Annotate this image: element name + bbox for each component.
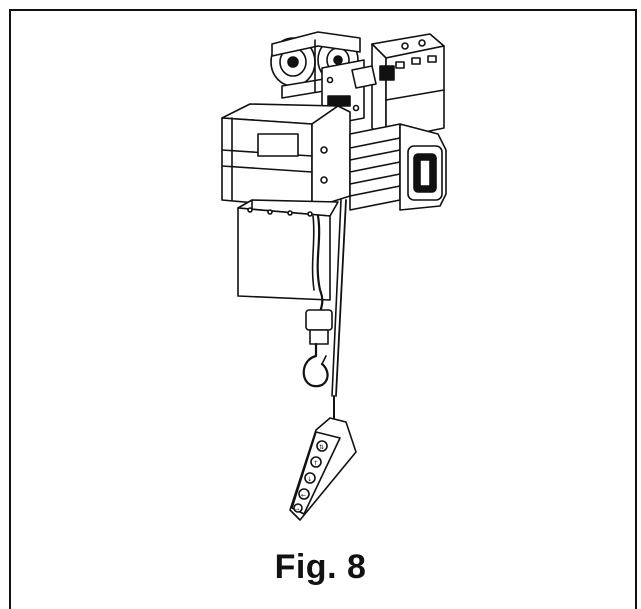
pendant-button-4-symbol: ← <box>301 492 306 499</box>
pendant-button-5-symbol: → <box>295 507 299 513</box>
figure-frame <box>9 9 637 609</box>
figure-caption: Fig. 8 <box>274 548 367 586</box>
load-chain <box>311 214 324 314</box>
hoist-motor <box>349 123 447 211</box>
pendant-button-3-symbol: ↓ <box>307 476 312 483</box>
pendant-button-2-symbol: ↑ <box>313 460 318 467</box>
pendant-control <box>289 417 357 521</box>
control-cable <box>331 199 347 419</box>
gearbox <box>371 33 445 141</box>
hoist-body <box>221 103 351 209</box>
pendant-button-1-symbol: ⇅ <box>319 444 324 451</box>
hook-block <box>302 309 333 388</box>
chain-bucket <box>237 199 339 301</box>
